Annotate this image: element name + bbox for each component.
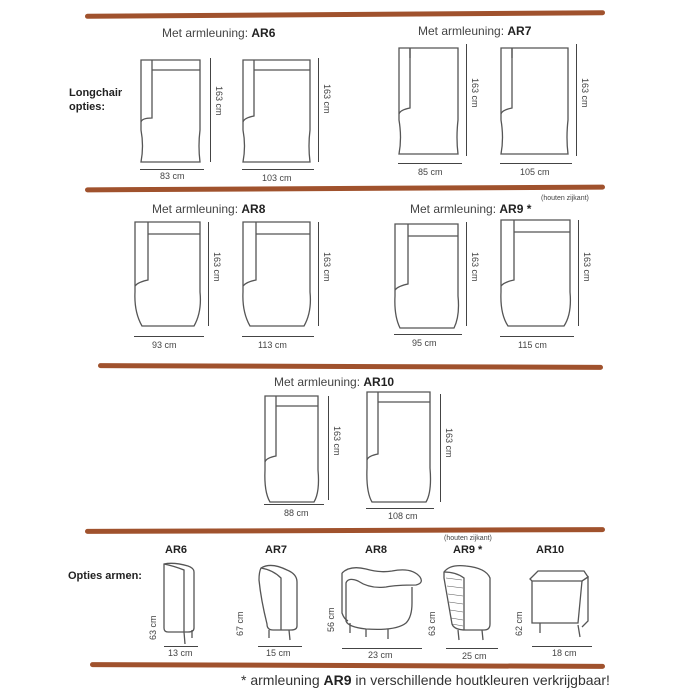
footer-prefix: * armleuning xyxy=(241,672,324,688)
longchair-ar6-large-diagram xyxy=(242,59,311,163)
height-label-ar10-large: 163 cm xyxy=(444,428,454,458)
width-label-ar8-small: 93 cm xyxy=(152,340,177,350)
dim-vline-ar7-small xyxy=(466,44,467,156)
height-label-ar8-large: 163 cm xyxy=(322,252,332,282)
arm-dim-line-ar9 xyxy=(446,648,498,649)
longchair-ar9-large-diagram xyxy=(500,219,572,327)
dim-vline-ar10-large xyxy=(440,394,441,502)
height-label-ar10-small: 163 cm xyxy=(332,426,342,456)
footer-code: AR9 xyxy=(323,672,352,688)
dim-vline-ar7-large xyxy=(576,44,577,156)
longchair-ar8-small-diagram xyxy=(134,221,202,327)
ar10-arm-icon xyxy=(529,570,589,638)
ar6-arm-icon xyxy=(163,562,195,645)
longchair-label: Longchair opties: xyxy=(69,86,122,114)
height-label-ar6-large: 163 cm xyxy=(322,84,332,114)
arm-height-ar9: 63 cm xyxy=(427,611,437,636)
dim-line-ar9-large xyxy=(500,336,574,337)
arm-dim-line-ar8 xyxy=(342,648,422,649)
longchair-label-line2: opties: xyxy=(69,101,106,113)
ar9-arm-icon xyxy=(443,564,491,641)
arm-width-ar10: 18 cm xyxy=(552,648,577,658)
longchair-ar9-small-diagram xyxy=(394,223,460,329)
height-label-ar6-small: 163 cm xyxy=(214,86,224,116)
width-label-ar7-large: 105 cm xyxy=(520,167,550,177)
dim-vline-ar6-small xyxy=(210,58,211,162)
width-label-ar10-large: 108 cm xyxy=(388,511,418,521)
arm-width-ar7: 15 cm xyxy=(266,648,291,658)
arm-title-ar9: AR9 * xyxy=(453,544,483,556)
section-note-ar9: (houten zijkant) xyxy=(541,195,589,202)
divider-stroke-3 xyxy=(97,363,604,370)
dim-line-ar6-small xyxy=(140,169,204,170)
section-title-ar8: Met armleuning: AR8 xyxy=(152,202,266,216)
dim-line-ar7-small xyxy=(398,163,462,164)
ar7-arm-icon xyxy=(258,564,298,641)
width-label-ar10-small: 88 cm xyxy=(284,508,309,518)
arm-title-ar8: AR8 xyxy=(365,544,388,556)
width-label-ar6-small: 83 cm xyxy=(160,171,185,181)
width-label-ar7-small: 85 cm xyxy=(418,167,443,177)
longchair-ar8-large-diagram xyxy=(242,221,312,327)
dim-line-ar10-small xyxy=(264,504,324,505)
dim-line-ar8-large xyxy=(242,336,314,337)
longchair-ar7-large-diagram xyxy=(500,47,569,155)
dim-line-ar8-small xyxy=(134,336,204,337)
section-title-ar6: Met armleuning: AR6 xyxy=(162,26,276,40)
arm-dim-line-ar10 xyxy=(532,646,592,647)
longchair-ar6-small-diagram xyxy=(140,59,201,163)
dim-vline-ar8-small xyxy=(208,222,209,326)
dim-vline-ar10-small xyxy=(328,396,329,500)
ar8-arm-icon xyxy=(341,567,422,639)
arm-title-ar7: AR7 xyxy=(265,544,288,556)
height-label-ar9-large: 163 cm xyxy=(582,252,592,282)
dim-line-ar9-small xyxy=(394,334,462,335)
arm-height-ar7: 67 cm xyxy=(235,611,245,636)
dim-line-ar6-large xyxy=(242,169,314,170)
dim-vline-ar9-small xyxy=(466,222,467,326)
arm-height-ar8: 56 cm xyxy=(326,607,336,632)
arms-options-label: Opties armen: xyxy=(68,570,142,582)
dim-vline-ar9-large xyxy=(578,220,579,326)
section-title-ar10: Met armleuning: AR10 xyxy=(274,375,395,389)
dim-line-ar7-large xyxy=(500,163,572,164)
longchair-ar10-large-diagram xyxy=(366,391,432,503)
divider-stroke-4 xyxy=(84,527,606,534)
section-title-ar7: Met armleuning: AR7 xyxy=(418,24,532,38)
longchair-ar7-small-diagram xyxy=(398,47,459,155)
dim-vline-ar6-large xyxy=(318,58,319,162)
width-label-ar9-large: 115 cm xyxy=(518,340,547,350)
arm-dim-line-ar7 xyxy=(258,646,302,647)
arm-height-ar6: 63 cm xyxy=(148,615,158,640)
divider-stroke-2 xyxy=(84,184,606,193)
arm-title-ar10: AR10 xyxy=(536,544,565,556)
height-label-ar8-small: 163 cm xyxy=(212,252,222,282)
arm-note-ar9: (houten zijkant) xyxy=(444,535,492,542)
longchair-ar10-small-diagram xyxy=(264,395,320,503)
arm-dim-line-ar6 xyxy=(164,646,198,647)
divider-stroke-1 xyxy=(84,10,606,19)
arm-width-ar8: 23 cm xyxy=(368,650,393,660)
arm-width-ar9: 25 cm xyxy=(462,651,487,661)
height-label-ar9-small: 163 cm xyxy=(470,252,480,282)
footer-note: * armleuning AR9 in verschillende houtkl… xyxy=(241,672,610,688)
arm-title-ar6: AR6 xyxy=(165,544,188,556)
longchair-label-line1: Longchair xyxy=(69,87,123,99)
height-label-ar7-large: 163 cm xyxy=(580,78,590,108)
arm-height-ar10: 62 cm xyxy=(514,611,524,636)
arm-width-ar6: 13 cm xyxy=(168,648,193,658)
width-label-ar6-large: 103 cm xyxy=(262,173,292,183)
section-title-ar9: Met armleuning: AR9 * xyxy=(410,202,532,216)
height-label-ar7-small: 163 cm xyxy=(470,78,480,108)
width-label-ar9-small: 95 cm xyxy=(412,338,437,348)
dim-vline-ar8-large xyxy=(318,222,319,326)
width-label-ar8-large: 113 cm xyxy=(258,340,287,350)
footer-suffix: in verschillende houtkleuren verkrijgbaa… xyxy=(351,672,610,688)
divider-stroke-5 xyxy=(89,662,606,669)
dim-line-ar10-large xyxy=(366,508,434,509)
